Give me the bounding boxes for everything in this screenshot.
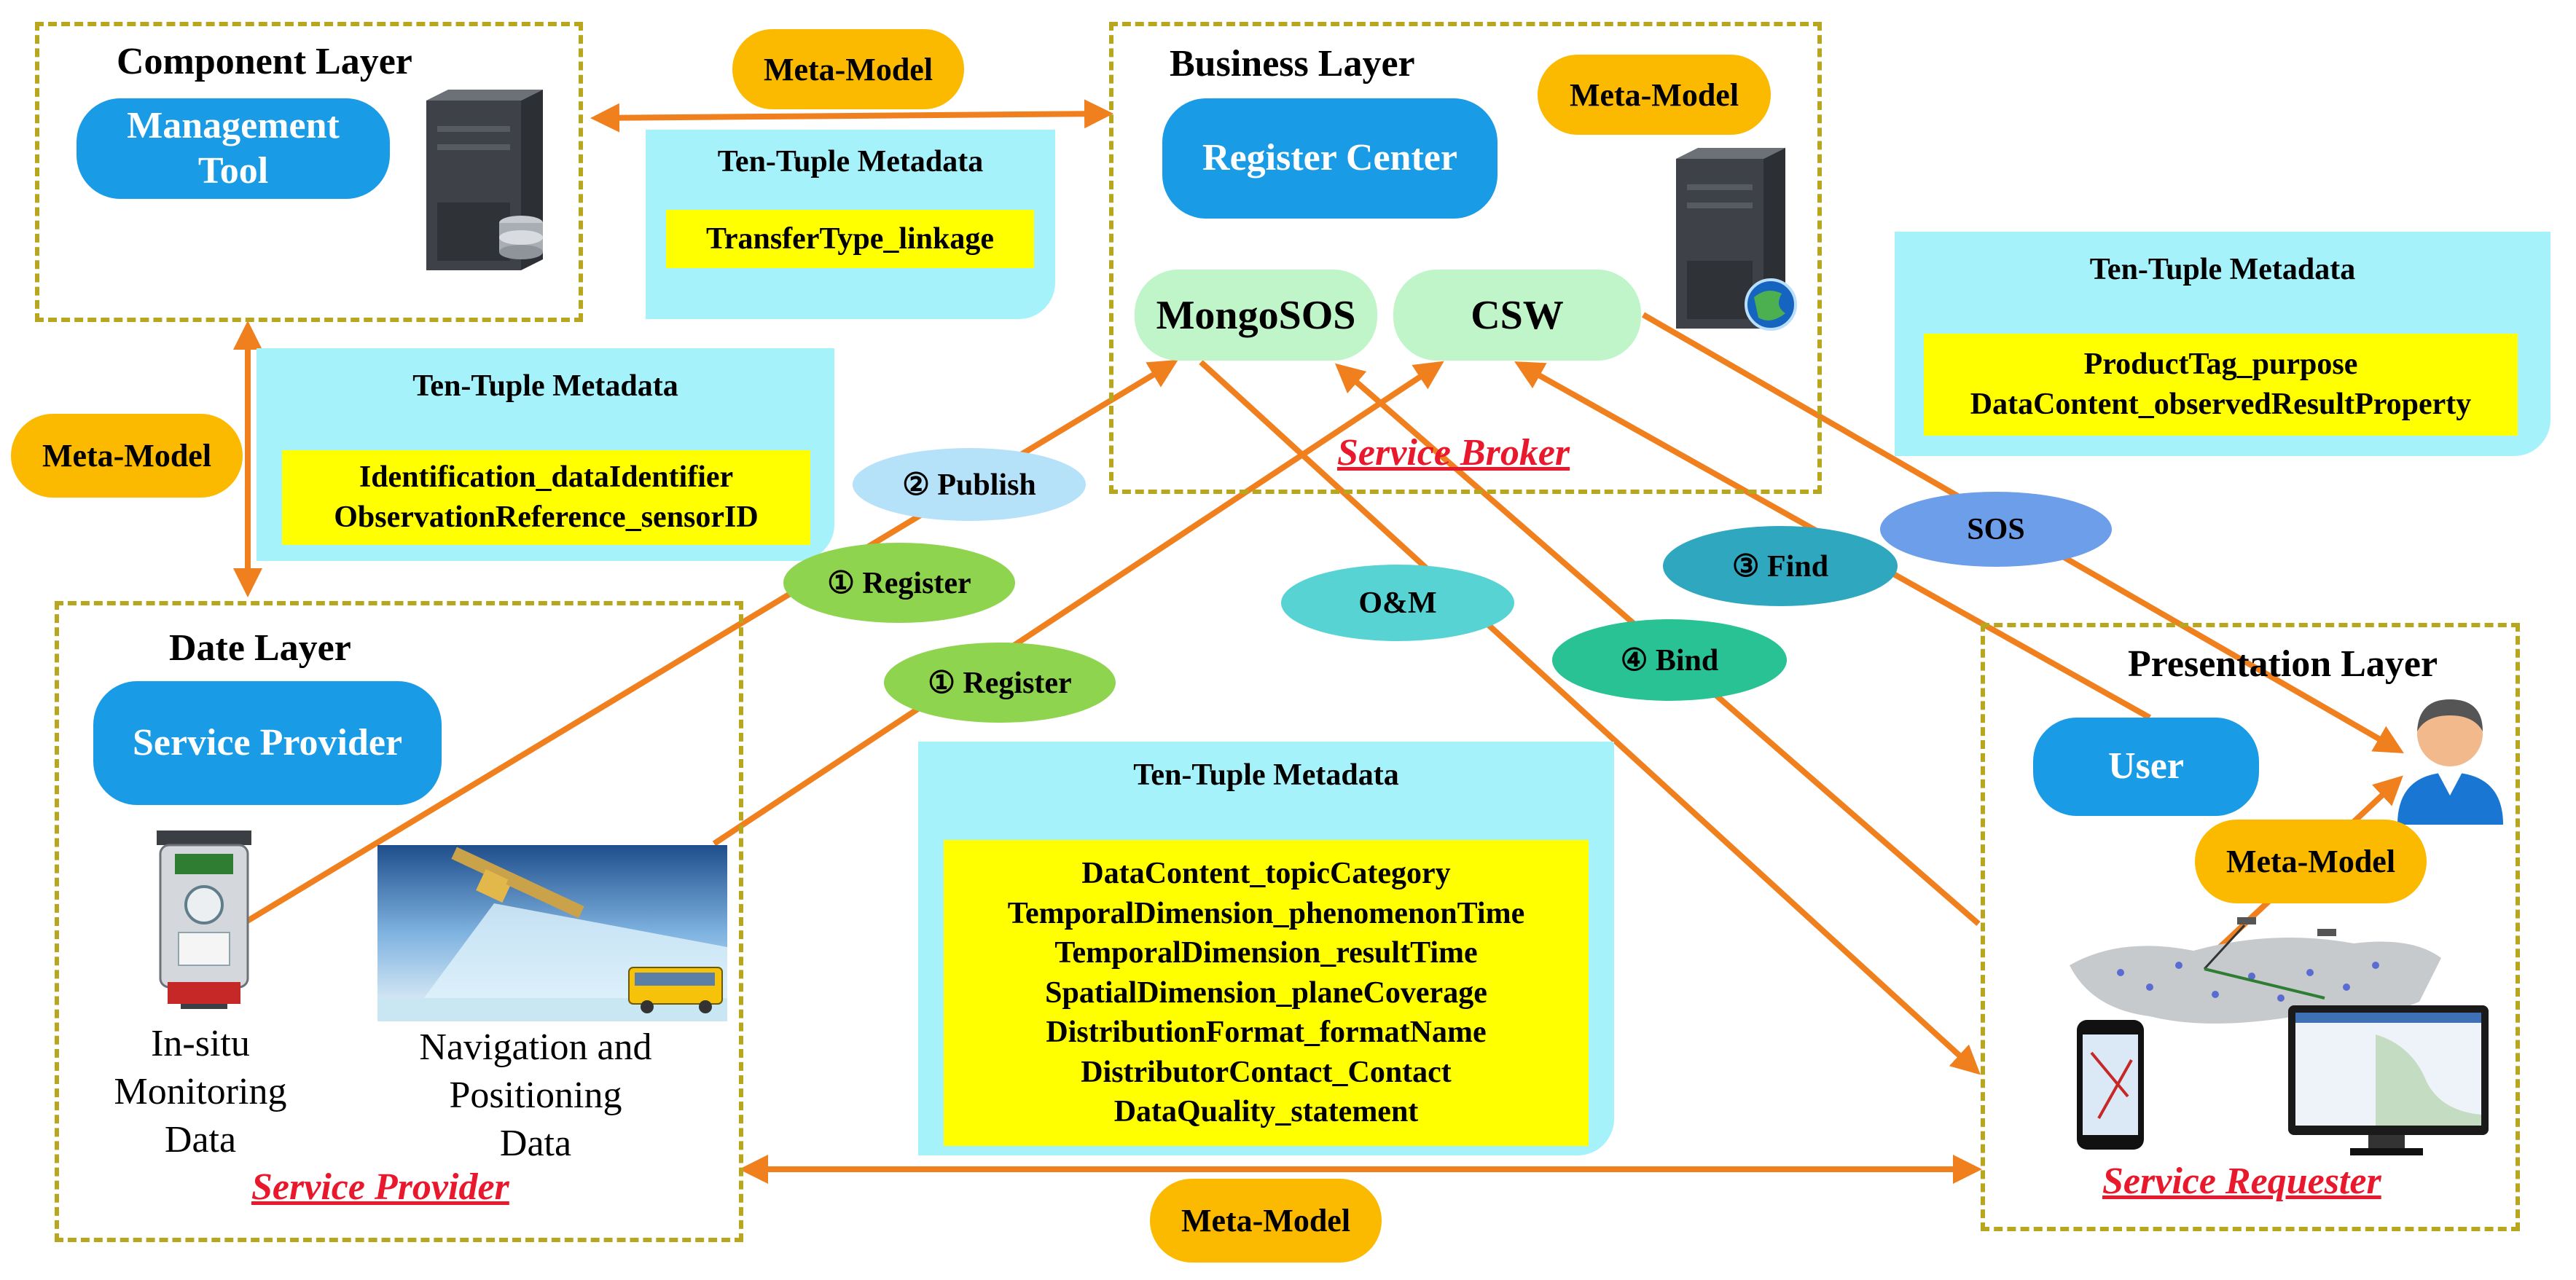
om-label: O&M: [1281, 565, 1514, 641]
metadata-left-item: Identification_dataIdentifier: [359, 460, 734, 495]
sensor-device-icon: [157, 831, 251, 1009]
presentation-layer-box: [1981, 623, 2520, 1231]
navigation-caption: Navigation and Positioning Data: [375, 1024, 696, 1168]
component-layer-title: Component Layer: [117, 41, 412, 82]
metadata-center-box: Ten-Tuple Metadata DataContent_topicCate…: [918, 742, 1614, 1155]
meta-model-left-badge: Meta-Model: [11, 414, 243, 498]
metadata-top-box: Ten-Tuple Metadata TransferType_linkage: [646, 130, 1055, 319]
register-center-pill[interactable]: Register Center: [1162, 98, 1498, 219]
metadata-right-box: Ten-Tuple Metadata ProductTag_purpose Da…: [1895, 232, 2550, 456]
user-person-icon: [2397, 699, 2503, 825]
business-layer-box: [1109, 22, 1822, 494]
satellite-scene-icon: [377, 845, 727, 1021]
metadata-center-item: TemporalDimension_resultTime: [1054, 936, 1478, 970]
component-layer-box: [35, 22, 583, 322]
service-provider-link[interactable]: Service Provider: [251, 1166, 509, 1208]
insitu-caption-line-3: Data: [164, 1119, 237, 1161]
metadata-right-list: ProductTag_purpose DataContent_observedR…: [1924, 334, 2518, 436]
metadata-top-title: Ten-Tuple Metadata: [717, 145, 984, 178]
sos-label: SOS: [1880, 492, 2112, 567]
server-globe-icon: [1676, 148, 1797, 331]
register-label-1: ① Register: [783, 543, 1015, 623]
metadata-center-item: SpatialDimension_planeCoverage: [1045, 975, 1487, 1010]
management-tool-line-1: Management: [127, 104, 340, 146]
presentation-layer-title: Presentation Layer: [2128, 643, 2438, 685]
navigation-caption-line-1: Navigation and: [419, 1026, 652, 1068]
find-label: ③ Find: [1663, 526, 1898, 606]
metadata-center-item: TemporalDimension_phenomenonTime: [1007, 896, 1525, 930]
metadata-center-title: Ten-Tuple Metadata: [1133, 758, 1399, 792]
data-layer-box: [55, 601, 743, 1242]
metadata-center-list: DataContent_topicCategory TemporalDimens…: [944, 840, 1589, 1146]
service-provider-pill[interactable]: Service Provider: [93, 681, 442, 805]
service-requester-link[interactable]: Service Requester: [2102, 1161, 2381, 1202]
publish-label: ② Publish: [853, 448, 1086, 521]
register-label-2: ① Register: [884, 643, 1116, 723]
metadata-center-item: DistributionFormat_formatName: [1046, 1016, 1487, 1050]
bind-label: ④ Bind: [1552, 619, 1787, 701]
insitu-caption: In-situ Monitoring Data: [102, 1020, 299, 1164]
csw-service[interactable]: CSW: [1393, 270, 1641, 361]
insitu-caption-line-1: In-situ: [151, 1023, 250, 1064]
metadata-left-item: ObservationReference_sensorID: [334, 500, 759, 534]
insitu-caption-line-2: Monitoring: [114, 1071, 287, 1113]
arrow-om: [1199, 360, 1981, 1075]
arrow-navigation-register: [712, 361, 1444, 847]
metadata-right-item: ProductTag_purpose: [2083, 348, 2358, 382]
navigation-caption-line-3: Data: [499, 1123, 572, 1165]
metadata-right-item: DataContent_observedResultProperty: [1970, 388, 2472, 421]
meta-model-business-badge: Meta-Model: [1538, 55, 1771, 135]
meta-model-bottom-badge: Meta-Model: [1150, 1179, 1382, 1263]
business-layer-title: Business Layer: [1170, 43, 1415, 85]
metadata-right-title: Ten-Tuple Metadata: [2089, 253, 2356, 286]
management-tool-line-2: Tool: [197, 150, 269, 192]
server-tower-icon: [426, 90, 543, 270]
user-pill[interactable]: User: [2033, 718, 2259, 816]
mongosos-service[interactable]: MongoSOS: [1135, 270, 1377, 361]
navigation-caption-line-2: Positioning: [449, 1075, 622, 1117]
meta-model-top-badge: Meta-Model: [732, 29, 964, 109]
meta-model-presentation-badge: Meta-Model: [2195, 820, 2427, 903]
metadata-top-item: TransferType_linkage: [705, 221, 995, 256]
metadata-center-item: DataContent_topicCategory: [1081, 856, 1451, 890]
metadata-left-list: Identification_dataIdentifier Observatio…: [282, 450, 810, 545]
metadata-top-list: TransferType_linkage: [666, 210, 1034, 268]
data-layer-title: Date Layer: [169, 627, 351, 669]
metadata-left-box: Ten-Tuple Metadata Identification_dataId…: [257, 348, 834, 561]
map-devices-icon: [2070, 917, 2489, 1155]
service-broker-link[interactable]: Service Broker: [1337, 432, 1570, 474]
arrow-component-business: [590, 99, 1113, 133]
metadata-center-item: DistributorContact_Contact: [1081, 1055, 1452, 1089]
metadata-center-item: DataQuality_statement: [1113, 1095, 1419, 1129]
metadata-left-title: Ten-Tuple Metadata: [412, 369, 678, 403]
management-tool-pill[interactable]: Management Tool: [77, 98, 390, 199]
